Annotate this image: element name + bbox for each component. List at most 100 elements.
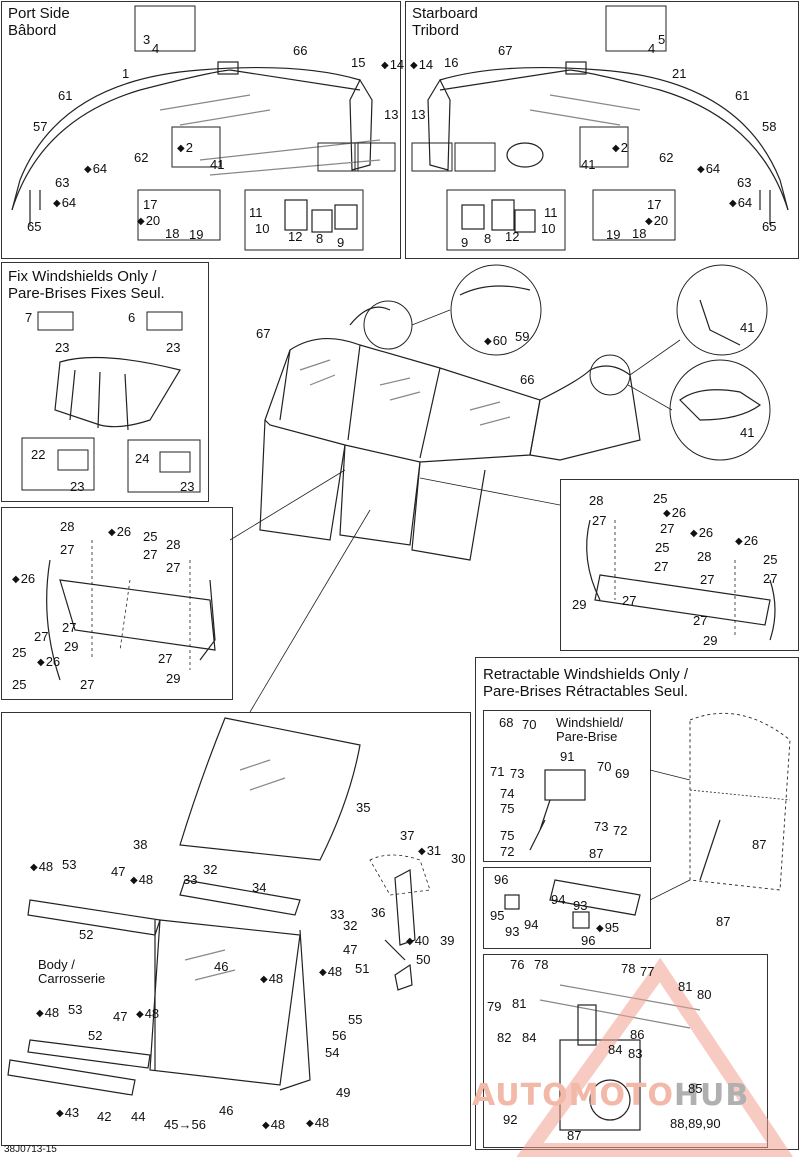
part-label: 51 bbox=[355, 961, 370, 976]
part-label: 23 bbox=[55, 340, 70, 355]
port-side-panel bbox=[1, 1, 401, 259]
part-label: 18 bbox=[632, 226, 647, 241]
part-label: 25 bbox=[143, 529, 158, 544]
part-label: 49 bbox=[336, 1085, 351, 1100]
part-label: 41 bbox=[740, 425, 755, 440]
part-label: 28 bbox=[697, 549, 712, 564]
part-label: 57 bbox=[33, 119, 48, 134]
part-label: 2 bbox=[177, 141, 193, 156]
part-label: 24 bbox=[135, 451, 150, 466]
part-label: 27 bbox=[60, 542, 75, 557]
part-label: 84 bbox=[608, 1042, 623, 1057]
part-label: 53 bbox=[62, 857, 77, 872]
part-label: 4 bbox=[648, 41, 656, 56]
part-label: 92 bbox=[503, 1112, 518, 1127]
part-label: 43 bbox=[56, 1106, 79, 1121]
part-label: 68 bbox=[499, 715, 514, 730]
part-label: 61 bbox=[735, 88, 750, 103]
part-label: 48 bbox=[36, 1006, 59, 1021]
part-label: 26 bbox=[735, 534, 758, 549]
part-label: 80 bbox=[697, 987, 712, 1002]
fix-windshields-title: Fix Windshields Only /Pare-Brises Fixes … bbox=[8, 268, 165, 302]
part-label: 47 bbox=[113, 1009, 128, 1024]
part-label: 48 bbox=[30, 860, 53, 875]
part-label: 75 bbox=[500, 828, 515, 843]
part-label: 25 bbox=[653, 491, 668, 506]
part-label: 52 bbox=[88, 1028, 103, 1043]
part-label: 62 bbox=[659, 150, 674, 165]
part-label: 27 bbox=[34, 629, 49, 644]
starboard-panel bbox=[405, 1, 799, 259]
part-label: 26 bbox=[37, 655, 60, 670]
part-label: 15 bbox=[351, 55, 366, 70]
part-label: 67 bbox=[498, 43, 513, 58]
part-label: 27 bbox=[693, 613, 708, 628]
part-label: 27 bbox=[62, 620, 77, 635]
part-label: 14 bbox=[381, 58, 404, 73]
part-label: 17 bbox=[143, 197, 158, 212]
part-label: 40 bbox=[406, 934, 429, 949]
part-label: 3 bbox=[143, 32, 151, 47]
part-label: 29 bbox=[64, 639, 79, 654]
part-label: 27 bbox=[143, 547, 158, 562]
retract-top-subpanel bbox=[483, 710, 651, 862]
part-label: 65 bbox=[762, 219, 777, 234]
part-label: 16 bbox=[444, 55, 459, 70]
part-label: 20 bbox=[137, 214, 160, 229]
part-label: 25 bbox=[763, 552, 778, 567]
part-label: 41 bbox=[740, 320, 755, 335]
part-label: 28 bbox=[166, 537, 181, 552]
part-label: 81 bbox=[512, 996, 527, 1011]
part-label: 75 bbox=[500, 801, 515, 816]
part-label: 9 bbox=[337, 235, 345, 250]
part-label: 87 bbox=[589, 846, 604, 861]
part-label: 84 bbox=[522, 1030, 537, 1045]
part-label: 2 bbox=[612, 141, 628, 156]
part-label: 32 bbox=[343, 918, 358, 933]
part-label: 46 bbox=[214, 959, 229, 974]
part-label: 94 bbox=[524, 917, 539, 932]
part-label: 25 bbox=[12, 677, 27, 692]
part-label: 95 bbox=[596, 921, 619, 936]
part-label: 66 bbox=[293, 43, 308, 58]
part-label: 13 bbox=[411, 107, 426, 122]
part-label: 54 bbox=[325, 1045, 340, 1060]
part-label: 11 bbox=[544, 205, 558, 220]
part-label: 22 bbox=[31, 447, 46, 462]
diagram-code: 38J0713-15 bbox=[4, 1144, 57, 1155]
part-label: 58 bbox=[762, 119, 777, 134]
part-label: 31 bbox=[418, 844, 441, 859]
part-label: 50 bbox=[416, 952, 431, 967]
part-label: 47 bbox=[111, 864, 126, 879]
part-label: 64 bbox=[53, 196, 76, 211]
part-label: 72 bbox=[613, 823, 628, 838]
part-label: 20 bbox=[645, 214, 668, 229]
part-label: 44 bbox=[131, 1109, 146, 1124]
part-label: 96 bbox=[581, 933, 596, 948]
part-label: 48 bbox=[130, 873, 153, 888]
part-label: 93 bbox=[573, 898, 588, 913]
part-label: 87 bbox=[752, 837, 767, 852]
part-label: 29 bbox=[166, 671, 181, 686]
part-label: 59 bbox=[515, 329, 530, 344]
part-label: 27 bbox=[660, 521, 675, 536]
part-label: 76 bbox=[510, 957, 525, 972]
watermark-text: AUTOMOTOHUB bbox=[472, 1078, 750, 1113]
part-label: 41 bbox=[581, 157, 596, 172]
part-label: 78 bbox=[621, 961, 636, 976]
part-label: 4 bbox=[152, 41, 160, 56]
part-label: 74 bbox=[500, 786, 515, 801]
part-label: 19 bbox=[606, 227, 621, 242]
part-label: 6 bbox=[128, 310, 136, 325]
part-label: 83 bbox=[628, 1046, 643, 1061]
body-assembly-panel bbox=[1, 712, 471, 1146]
part-label: 26 bbox=[12, 572, 35, 587]
part-label: 70 bbox=[597, 759, 612, 774]
part-label: 64 bbox=[729, 196, 752, 211]
retractable-windshields-title: Retractable Windshields Only /Pare-Brise… bbox=[483, 666, 689, 700]
part-label: 33 bbox=[183, 872, 198, 887]
part-label: 23 bbox=[70, 479, 85, 494]
part-label: 73 bbox=[594, 819, 609, 834]
part-label: 53 bbox=[68, 1002, 83, 1017]
